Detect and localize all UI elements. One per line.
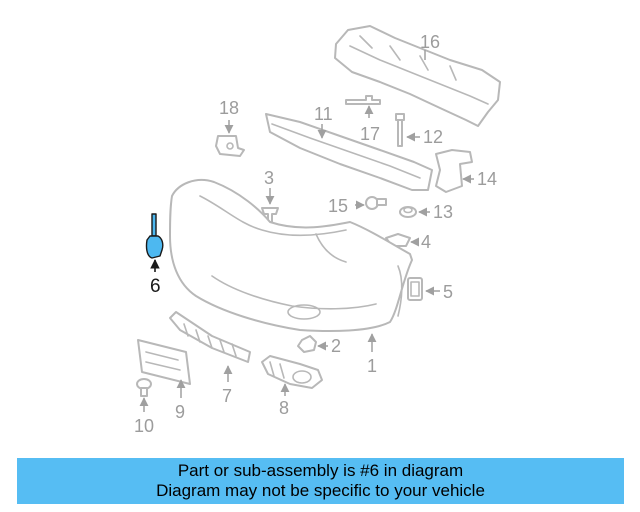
part-2-fastener bbox=[297, 335, 317, 353]
callout-1: 1 bbox=[367, 356, 377, 376]
part-16-energy-absorber bbox=[334, 25, 501, 127]
callout-3: 3 bbox=[264, 168, 274, 188]
callout-7: 7 bbox=[222, 386, 232, 406]
info-banner: Part or sub-assembly is #6 in diagram Di… bbox=[17, 458, 624, 504]
callout-12: 12 bbox=[423, 127, 443, 147]
callout-13: 13 bbox=[433, 202, 453, 222]
part-5-reflector bbox=[407, 277, 423, 301]
callout-15: 15 bbox=[328, 196, 348, 216]
callout-11: 11 bbox=[314, 104, 333, 124]
part-18-bracket bbox=[215, 135, 245, 157]
part-7-grille bbox=[169, 311, 251, 363]
part-13-nut bbox=[399, 206, 417, 218]
callout-4: 4 bbox=[421, 232, 431, 252]
part-1-bumper-cover bbox=[169, 178, 413, 333]
part-8-fog-grille bbox=[261, 355, 323, 389]
callout-8: 8 bbox=[279, 398, 289, 418]
part-17-screw bbox=[345, 95, 381, 105]
banner-line-part: Part or sub-assembly is #6 in diagram bbox=[177, 461, 464, 480]
callout-18: 18 bbox=[219, 98, 239, 118]
part-12-bolt bbox=[395, 113, 405, 147]
callout-14: 14 bbox=[477, 169, 497, 189]
callout-6: 6 bbox=[150, 276, 161, 297]
part-15-screw bbox=[365, 196, 387, 210]
callout-2: 2 bbox=[331, 336, 341, 356]
part-9-license-bracket bbox=[137, 339, 191, 385]
part-10-screw bbox=[136, 378, 152, 397]
callout-9: 9 bbox=[175, 402, 185, 422]
parts-diagram: 16 11 18 17 12 14 3 15 bbox=[134, 25, 501, 436]
callout-16: 16 bbox=[420, 32, 440, 52]
part-11-reinforcement-bar bbox=[265, 113, 433, 191]
banner-line-disclaimer: Diagram may not be specific to your vehi… bbox=[156, 481, 485, 500]
part-14-mount-bracket bbox=[435, 149, 473, 193]
callout-17: 17 bbox=[360, 124, 380, 144]
callout-5: 5 bbox=[443, 282, 453, 302]
part-6-highlighted[interactable] bbox=[145, 213, 164, 259]
callout-10: 10 bbox=[134, 416, 154, 436]
